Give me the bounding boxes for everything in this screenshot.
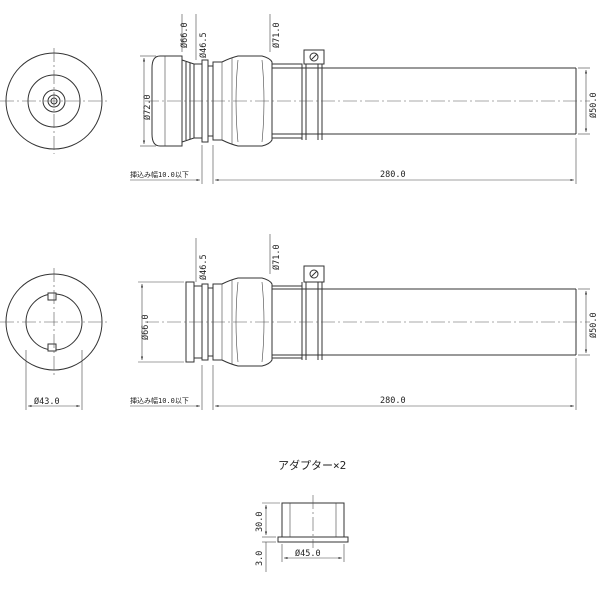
lower-end-view	[0, 268, 108, 376]
lower-assembly: Ø46.5 Ø71.0 Ø66.0 Ø50.0 Ø43.0 挿込み幅10.0以下…	[0, 234, 599, 410]
upper-side-view	[145, 49, 590, 147]
upper-assembly: Ø66.0 Ø46.5 Ø71.0 Ø72.0 Ø50.0 挿込み幅10.0以下	[0, 14, 599, 184]
lower-side-view	[145, 265, 590, 367]
upper-dim-d46: Ø46.5	[198, 32, 209, 58]
lower-dim-length: 280.0	[380, 396, 406, 406]
lower-dim-d66: Ø66.0	[140, 314, 151, 340]
upper-dim-d72: Ø72.0	[142, 94, 153, 120]
lower-dimensions: Ø46.5 Ø71.0 Ø66.0 Ø50.0 Ø43.0 挿込み幅10.0以下…	[25, 234, 599, 410]
upper-dim-d50: Ø50.0	[588, 92, 599, 118]
lower-dim-d50: Ø50.0	[588, 312, 599, 338]
upper-dim-d66: Ø66.0	[179, 22, 190, 48]
upper-dim-d71: Ø71.0	[271, 22, 282, 48]
upper-dim-length: 280.0	[380, 170, 406, 180]
upper-dimensions: Ø66.0 Ø46.5 Ø71.0 Ø72.0 Ø50.0 挿込み幅10.0以下	[130, 14, 599, 184]
lower-dim-d71: Ø71.0	[271, 244, 282, 270]
upper-dim-insert: 挿込み幅10.0以下	[130, 170, 189, 179]
lower-dim-insert: 挿込み幅10.0以下	[130, 396, 189, 405]
adapter-height: 30.0	[255, 512, 265, 532]
adapter-diameter: Ø45.0	[295, 548, 321, 559]
adapter-title: アダプター×2	[278, 458, 346, 472]
adapter-flange: 3.0	[255, 551, 265, 566]
lower-dim-d46: Ø46.5	[198, 254, 209, 280]
lower-dim-d43: Ø43.0	[34, 396, 60, 407]
adapter-detail: アダプター×2 30.0 3.0 Ø45.0	[255, 458, 349, 572]
upper-end-view	[0, 48, 108, 154]
